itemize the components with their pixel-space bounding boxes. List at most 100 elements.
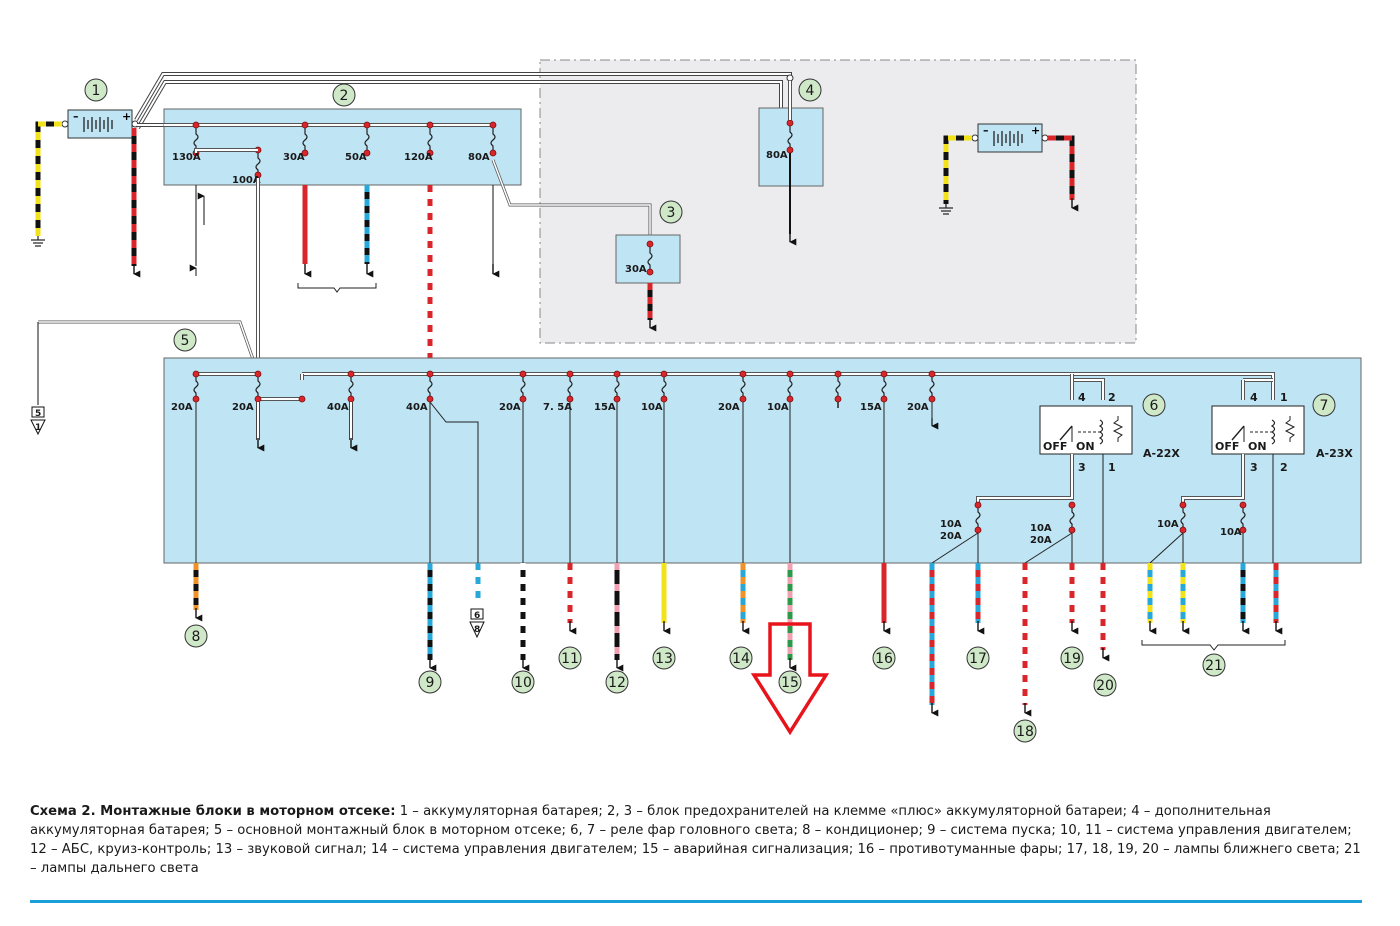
- svg-text:1: 1: [1280, 391, 1288, 404]
- svg-text:1: 1: [92, 83, 101, 99]
- callout-18: 18: [1013, 719, 1037, 743]
- svg-text:9: 9: [426, 675, 435, 691]
- callout-circles: 1 2 3 4 5 6 7 8 9 10 11 12 13 14 15 16 1…: [84, 78, 1336, 743]
- svg-text:19: 19: [1063, 651, 1081, 667]
- svg-text:4: 4: [806, 83, 815, 99]
- callout-14: 14: [729, 646, 753, 670]
- svg-text:8: 8: [474, 625, 480, 635]
- svg-text:10A: 10A: [1157, 519, 1179, 530]
- fuse-30a-label: 30A: [283, 152, 305, 163]
- callout-1: 1: [84, 78, 108, 102]
- relay-7-name: A-23X: [1316, 447, 1353, 460]
- callout-4: 4: [798, 78, 822, 102]
- b5-fuse-label: 20A: [907, 402, 929, 413]
- svg-text:–: –: [73, 110, 79, 123]
- svg-text:7: 7: [1320, 398, 1329, 414]
- connector-5-1: 5 1: [30, 406, 46, 436]
- svg-text:20: 20: [1096, 678, 1114, 694]
- ground-symbol: [31, 236, 45, 247]
- wiring-diagram: – +: [30, 59, 1362, 743]
- svg-text:2: 2: [340, 88, 349, 104]
- svg-text:4: 4: [1250, 391, 1258, 404]
- caption-rule: [30, 900, 1362, 903]
- b5-fuse-label: 20A: [171, 402, 193, 413]
- callout-7: 7: [1312, 393, 1336, 417]
- callout-19: 19: [1060, 646, 1084, 670]
- svg-text:17: 17: [969, 651, 987, 667]
- svg-text:12: 12: [608, 675, 626, 691]
- svg-text:OFF: OFF: [1043, 440, 1067, 453]
- fuse-80a-label: 80A: [468, 152, 490, 163]
- callout-6: 6: [1142, 393, 1166, 417]
- fuse-b3-label: 30A: [625, 264, 647, 275]
- aux-battery: – +: [971, 123, 1049, 153]
- callout-12: 12: [605, 670, 629, 694]
- b5-fuse-label: 10A: [641, 402, 663, 413]
- b5-fuse-label: 15A: [594, 402, 616, 413]
- figure-caption: Схема 2. Монтажные блоки в моторном отсе…: [30, 802, 1365, 878]
- b5-fuse-label: 40A: [327, 402, 349, 413]
- svg-text:10A: 10A: [1030, 523, 1052, 534]
- callout-20: 20: [1093, 673, 1117, 697]
- b5-fuse-label: 40A: [406, 402, 428, 413]
- svg-text:+: +: [1031, 124, 1040, 137]
- svg-text:3: 3: [1250, 461, 1258, 474]
- callout-2: 2: [332, 83, 356, 107]
- svg-text:ON: ON: [1248, 440, 1267, 453]
- aux-battery-zone: [539, 59, 1137, 344]
- svg-text:10A: 10A: [1220, 527, 1242, 538]
- svg-text:20A: 20A: [1030, 535, 1052, 546]
- fuse-120a-label: 120A: [404, 152, 433, 163]
- svg-text:2: 2: [1108, 391, 1116, 404]
- svg-text:15: 15: [781, 675, 799, 691]
- callout-16: 16: [872, 646, 896, 670]
- svg-text:3: 3: [667, 205, 676, 221]
- svg-text:2: 2: [1280, 461, 1288, 474]
- svg-text:11: 11: [561, 651, 579, 667]
- svg-text:21: 21: [1205, 658, 1223, 674]
- main-battery: – +: [61, 109, 139, 139]
- callout-11: 11: [558, 646, 582, 670]
- svg-text:5: 5: [35, 409, 41, 419]
- b5-fuse-label: 20A: [232, 402, 254, 413]
- callout-13: 13: [652, 646, 676, 670]
- callout-9: 9: [418, 670, 442, 694]
- svg-text:13: 13: [655, 651, 673, 667]
- svg-text:8: 8: [192, 629, 201, 645]
- svg-text:5: 5: [181, 333, 190, 349]
- callout-15: 15: [778, 670, 802, 694]
- main-fuse-block-5: [163, 357, 1362, 564]
- fuse-130a-label: 130A: [172, 152, 201, 163]
- caption-text: 1 – аккумуляторная батарея; 2, 3 – блок …: [30, 804, 1361, 876]
- svg-text:20A: 20A: [940, 531, 962, 542]
- svg-text:4: 4: [1078, 391, 1086, 404]
- svg-text:–: –: [983, 124, 989, 137]
- fuse-b4-label: 80A: [766, 150, 788, 161]
- svg-text:14: 14: [732, 651, 750, 667]
- callout-21: 21: [1202, 653, 1226, 677]
- callout-17: 17: [966, 646, 990, 670]
- b5-fuse-label: 20A: [499, 402, 521, 413]
- callout-10: 10: [511, 670, 535, 694]
- svg-text:16: 16: [875, 651, 893, 667]
- fuse-100a-label: 100A: [232, 175, 261, 186]
- fuse-50a-label: 50A: [345, 152, 367, 163]
- svg-text:3: 3: [1078, 461, 1086, 474]
- fuse-block-2: [163, 108, 522, 186]
- headlight-relay-6: OFF ON: [1039, 405, 1133, 455]
- b5-fuse-label: 10A: [767, 402, 789, 413]
- callout-3: 3: [659, 200, 683, 224]
- svg-text:OFF: OFF: [1215, 440, 1239, 453]
- callout-5: 5: [173, 328, 197, 352]
- headlight-relay-7: OFF ON: [1211, 405, 1305, 455]
- output-wires: [193, 563, 1279, 705]
- svg-text:10: 10: [514, 675, 532, 691]
- b5-fuse-label: 7. 5A: [543, 402, 572, 413]
- highlight-arrow: [750, 622, 830, 736]
- svg-text:+: +: [122, 110, 131, 123]
- relay-6-name: A-22X: [1143, 447, 1180, 460]
- svg-text:6: 6: [474, 611, 480, 621]
- connector-6-8: 6 8: [469, 608, 485, 639]
- svg-text:18: 18: [1016, 724, 1034, 740]
- callout-8: 8: [184, 624, 208, 648]
